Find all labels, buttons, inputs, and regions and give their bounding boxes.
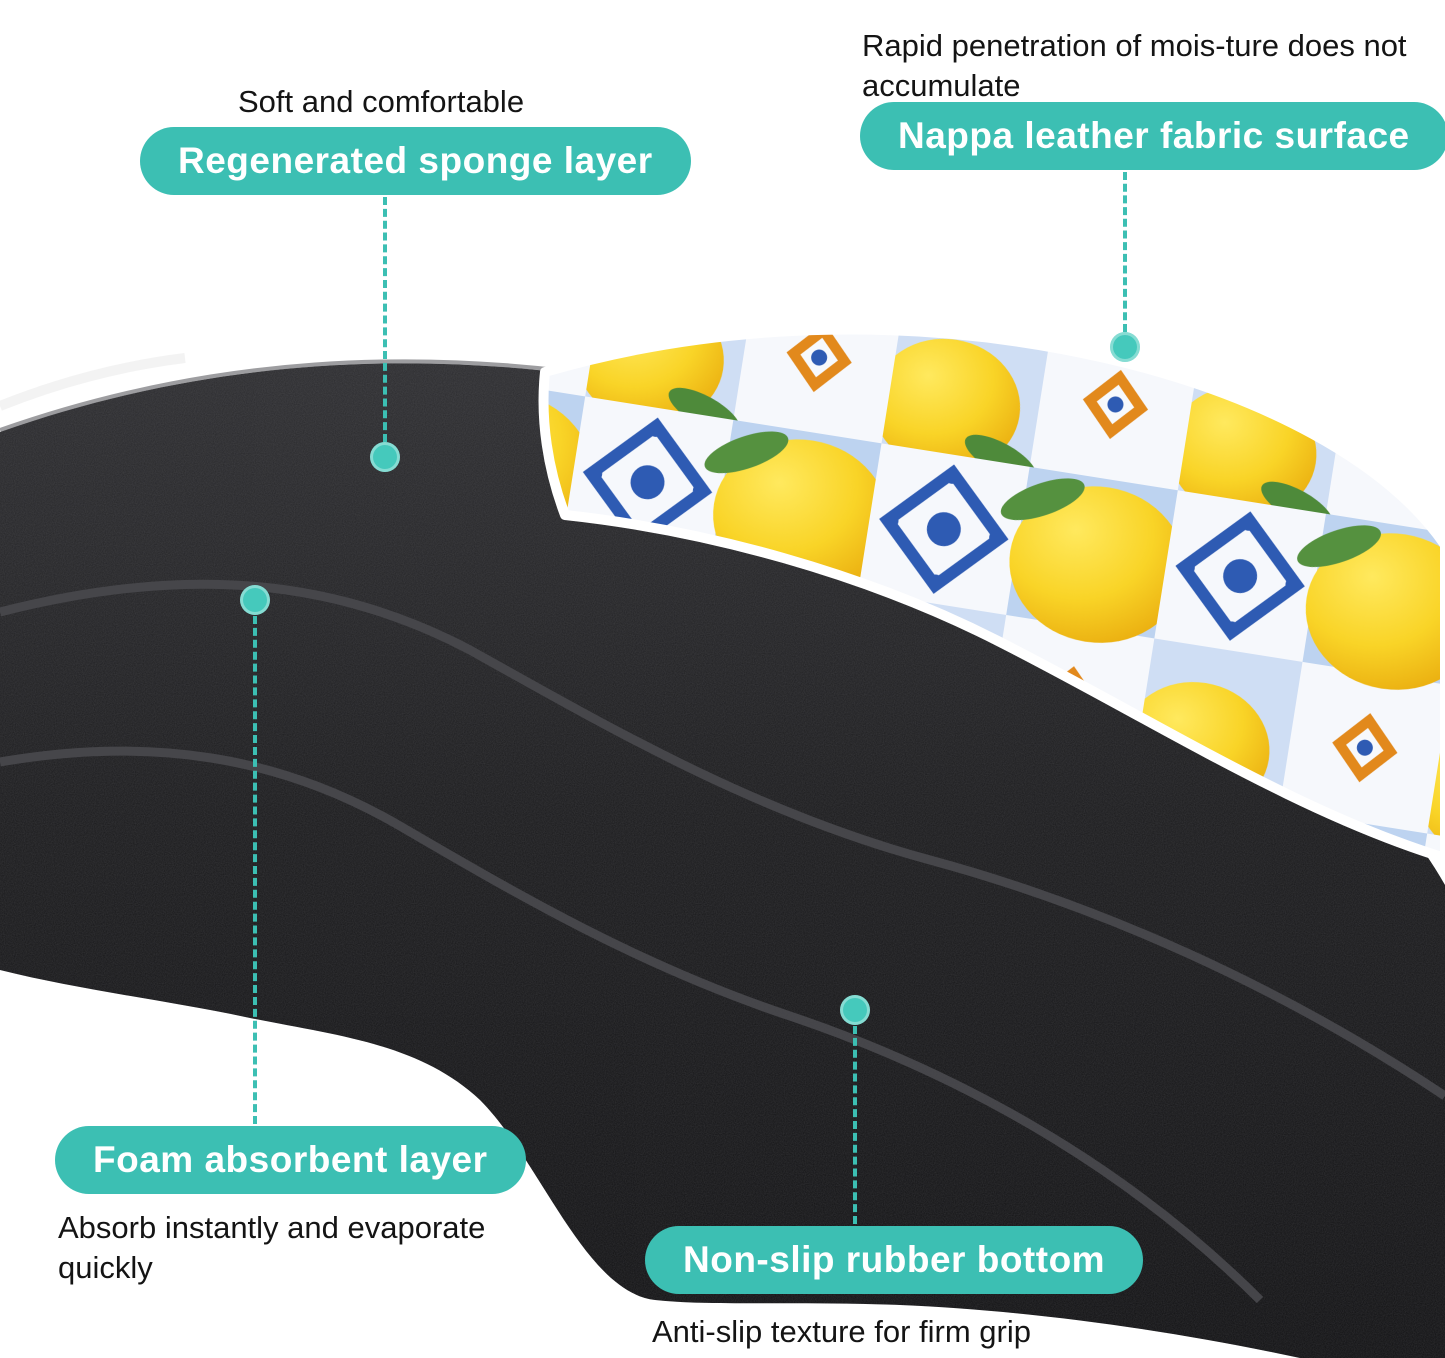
connector-line-rubber (853, 1026, 857, 1224)
connector-line-foam (253, 616, 257, 1124)
connector-dot-sponge (370, 442, 400, 472)
connector-dot-rubber (840, 995, 870, 1025)
label-pill-sponge-layer: Regenerated sponge layer (140, 127, 691, 195)
connector-line-sponge (383, 197, 387, 442)
connector-dot-foam (240, 585, 270, 615)
caption-rubber: Anti-slip texture for firm grip (652, 1314, 1031, 1349)
caption-foam: Absorb instantly and evaporate quickly (58, 1210, 486, 1286)
label-pill-leather-surface: Nappa leather fabric surface (860, 102, 1445, 170)
connector-dot-leather (1110, 332, 1140, 362)
caption-sponge: Soft and comfortable (238, 84, 525, 119)
caption-leather: Rapid penetration of mois-ture does not … (862, 28, 1407, 104)
connector-line-leather (1123, 172, 1127, 332)
label-pill-rubber-bottom: Non-slip rubber bottom (645, 1226, 1144, 1294)
label-pill-foam-layer: Foam absorbent layer (55, 1126, 526, 1194)
